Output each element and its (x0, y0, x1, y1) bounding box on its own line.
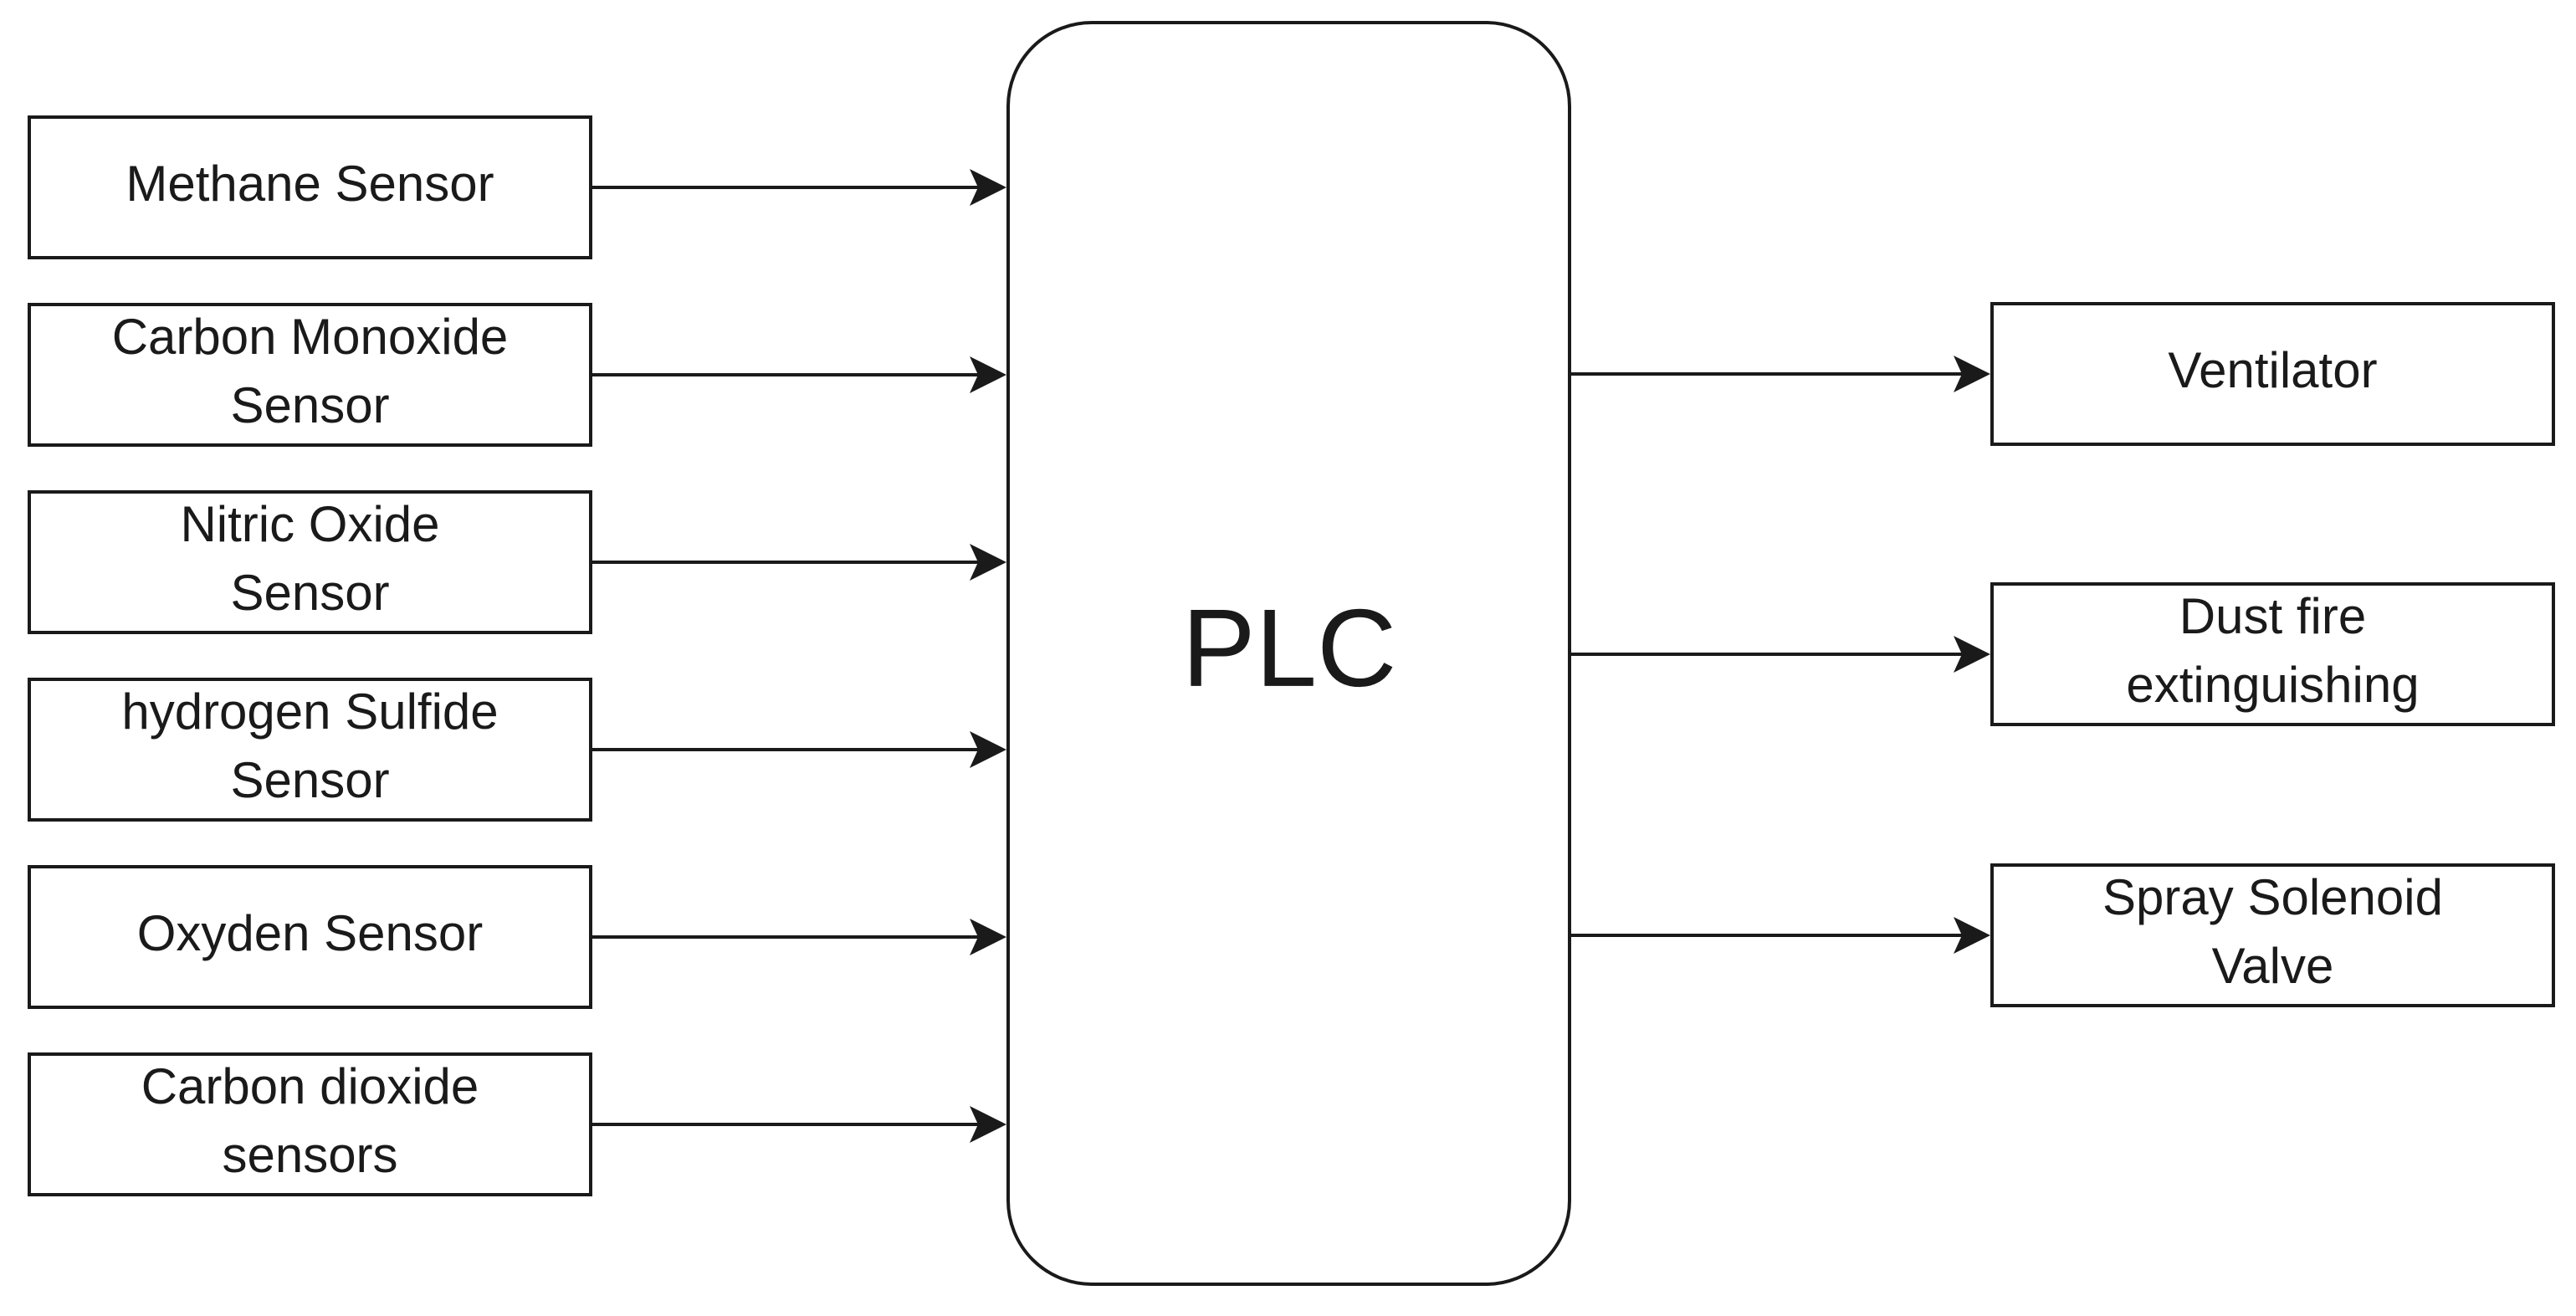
output-box (1990, 302, 2555, 446)
input-box (28, 115, 592, 259)
arrow-head (970, 356, 1006, 393)
output-label: extinguishing (2126, 657, 2419, 713)
input-box (28, 678, 592, 822)
arrow-methane-to-plc (591, 169, 1006, 206)
arrow-head (1954, 636, 1990, 673)
arrow-hydrogen-sulfide-to-plc (591, 731, 1006, 768)
plc-box (1006, 21, 1571, 1286)
input-label: Oxyden Sensor (137, 905, 484, 961)
output-label: Valve (2212, 938, 2334, 994)
arrow-plc-to-spray-valve (1570, 917, 1990, 954)
arrow-carbon-monoxide-to-plc (591, 356, 1006, 393)
input-label: Sensor (230, 565, 389, 621)
arrow-head (1954, 917, 1990, 954)
input-label: Sensor (230, 752, 389, 808)
arrow-head (970, 919, 1006, 955)
input-carbon-dioxide: Carbon dioxide sensors (28, 1052, 592, 1196)
arrow-plc-to-dust-fire (1570, 636, 1990, 673)
arrow-head (1954, 356, 1990, 392)
arrow-carbon-dioxide-to-plc (591, 1106, 1006, 1143)
output-label: Dust fire (2179, 588, 2366, 644)
input-box (28, 303, 592, 447)
input-label: hydrogen Sulfide (121, 684, 498, 740)
arrow-nitric-oxide-to-plc (591, 544, 1006, 581)
input-label: sensors (222, 1127, 397, 1183)
output-ventilator: Ventilator (1990, 302, 2555, 446)
input-label: Nitric Oxide (180, 496, 439, 552)
plc-label: PLC (1182, 586, 1397, 709)
input-box (28, 865, 592, 1009)
output-label: Spray Solenoid (2102, 869, 2443, 925)
input-oxyden: Oxyden Sensor (28, 865, 592, 1009)
arrow-head (970, 731, 1006, 768)
output-label: Ventilator (2168, 342, 2377, 398)
input-box (28, 490, 592, 634)
plc-controller: PLC (1006, 21, 1571, 1286)
arrow-head (970, 1106, 1006, 1143)
arrow-head (970, 544, 1006, 581)
input-label: Carbon dioxide (141, 1058, 479, 1114)
input-label: Sensor (230, 377, 389, 433)
input-box (28, 1052, 592, 1196)
connectors (591, 169, 1990, 1143)
output-box (1990, 582, 2555, 726)
arrow-head (970, 169, 1006, 206)
input-methane: Methane Sensor (28, 115, 592, 259)
input-label: Methane Sensor (125, 156, 494, 212)
output-dust-fire: Dust fire extinguishing (1990, 582, 2555, 726)
arrow-plc-to-ventilator (1570, 356, 1990, 392)
arrow-oxyden-to-plc (591, 919, 1006, 955)
input-label: Carbon Monoxide (112, 309, 509, 365)
output-box (1990, 863, 2555, 1007)
